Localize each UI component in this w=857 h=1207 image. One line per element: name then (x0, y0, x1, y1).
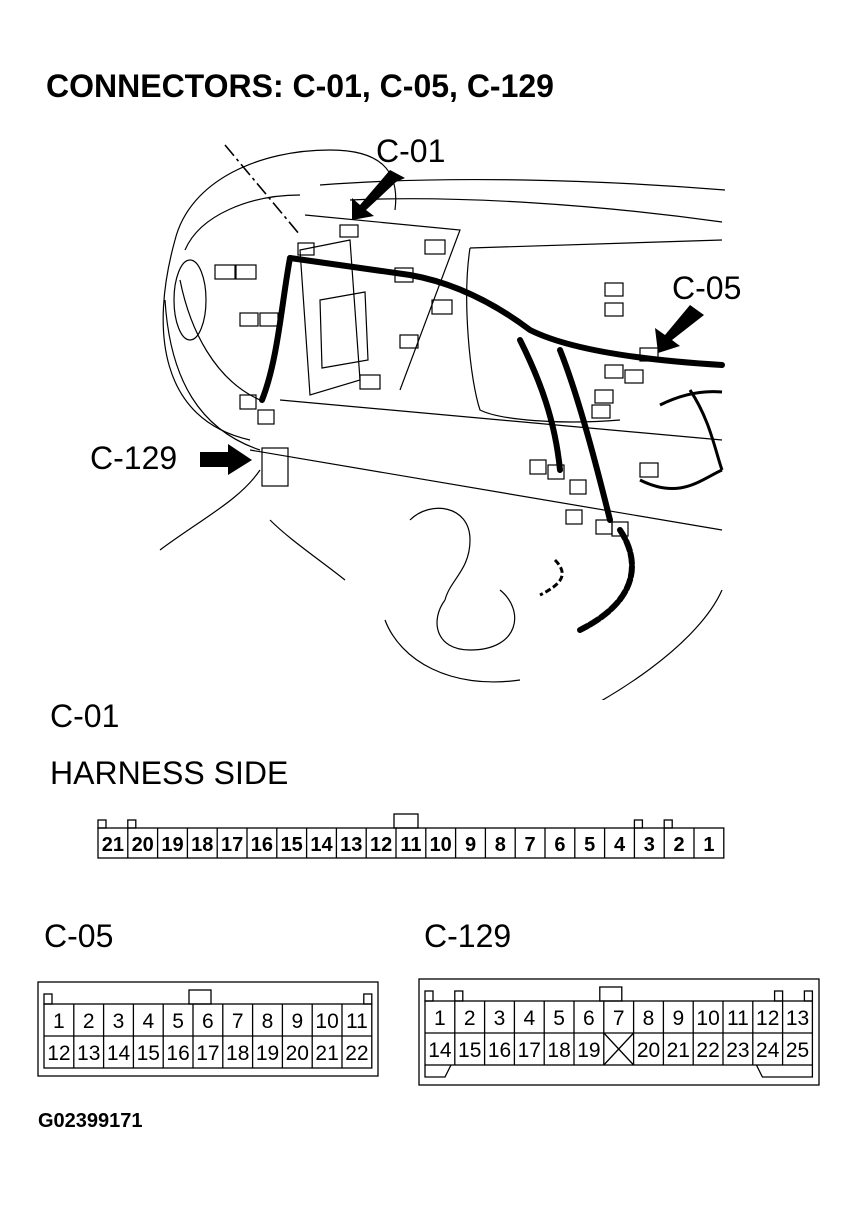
c129-pin: 16 (488, 1039, 511, 1062)
c05-pin: 6 (202, 1010, 214, 1033)
callout-c01-label: C-01 (376, 133, 446, 169)
c129-pin: 14 (428, 1039, 452, 1062)
c05-pin: 21 (315, 1042, 338, 1065)
c01-pin: 15 (281, 834, 303, 856)
c129-pin: 24 (756, 1039, 780, 1062)
c05-pin: 20 (286, 1042, 309, 1065)
c01-pin: 10 (430, 834, 452, 856)
c129-pin: 18 (547, 1039, 570, 1062)
c01-pin: 12 (370, 834, 392, 856)
c129-pin: 12 (756, 1007, 779, 1030)
c01-pin: 5 (584, 834, 595, 856)
c05-pin: 4 (142, 1010, 154, 1033)
c129-pin: 21 (667, 1039, 690, 1062)
c01-pin: 8 (495, 834, 506, 856)
c05-pin: 9 (291, 1010, 303, 1033)
c05-pin: 17 (196, 1042, 219, 1065)
c129-pin: 4 (523, 1007, 535, 1030)
c01-pin: 21 (102, 834, 124, 856)
c01-pin: 11 (400, 834, 421, 856)
c05-pin: 10 (315, 1010, 338, 1033)
c129-pin: 25 (786, 1039, 809, 1062)
c01-pin: 7 (525, 834, 536, 856)
c129-pin: 17 (518, 1039, 541, 1062)
c129-pin: 13 (786, 1007, 809, 1030)
c05-pin: 1 (53, 1010, 65, 1033)
c05-pin: 3 (113, 1010, 125, 1033)
c05-pin: 7 (232, 1010, 244, 1033)
c05-pin: 2 (83, 1010, 95, 1033)
c01-pin: 3 (644, 834, 655, 856)
c05-pin: 14 (107, 1042, 131, 1065)
c01-pin: 13 (340, 834, 362, 856)
c129-pin: 19 (577, 1039, 600, 1062)
c05-pin: 5 (172, 1010, 184, 1033)
c129-pin: 6 (583, 1007, 595, 1030)
c01-pin: 18 (191, 834, 213, 856)
c05-pin: 18 (226, 1042, 249, 1065)
c129-pin: 10 (696, 1007, 719, 1030)
c129-pin: 22 (696, 1039, 719, 1062)
c05-pin: 15 (137, 1042, 160, 1065)
c01-pin: 19 (161, 834, 183, 856)
c129-pin: 2 (464, 1007, 476, 1030)
c01-pin: 14 (310, 834, 333, 856)
c05-pin: 16 (166, 1042, 189, 1065)
c129-pin: 8 (643, 1007, 655, 1030)
c129-pin: 9 (672, 1007, 684, 1030)
figure-id: G02399171 (38, 1110, 143, 1132)
c05-pin: 12 (47, 1042, 70, 1065)
c129-pin: 1 (434, 1007, 446, 1030)
c05-heading: C-05 (44, 918, 114, 954)
callout-c129-label: C-129 (90, 440, 178, 476)
c01-pin: 1 (703, 834, 714, 856)
c01-subheading: HARNESS SIDE (50, 755, 289, 791)
c01-pin: 16 (251, 834, 273, 856)
c129-pin: 5 (553, 1007, 565, 1030)
c05-pin: 8 (262, 1010, 274, 1033)
c05-pin: 22 (345, 1042, 368, 1065)
c01-pin: 20 (132, 834, 154, 856)
c01-pin: 6 (554, 834, 565, 856)
c01-pin: 9 (465, 834, 476, 856)
page-title: CONNECTORS: C-01, C-05, C-129 (46, 68, 554, 104)
callout-c05-label: C-05 (672, 270, 742, 306)
c01-pin: 2 (674, 834, 685, 856)
c129-pin: 20 (637, 1039, 660, 1062)
c129-pin: 11 (727, 1007, 749, 1030)
c129-pin: 3 (494, 1007, 506, 1030)
c01-heading: C-01 (50, 698, 120, 734)
dashboard-harness-illustration (159, 144, 726, 700)
c129-pin: 23 (726, 1039, 749, 1062)
c05-pin: 13 (77, 1042, 100, 1065)
c129-heading: C-129 (424, 918, 512, 954)
c05-pin: 11 (346, 1010, 368, 1033)
c01-pin: 17 (221, 834, 243, 856)
c129-pin: 7 (613, 1007, 625, 1030)
c129-pin: 15 (458, 1039, 481, 1062)
c05-pin: 19 (256, 1042, 279, 1065)
c01-pin: 4 (614, 834, 626, 856)
